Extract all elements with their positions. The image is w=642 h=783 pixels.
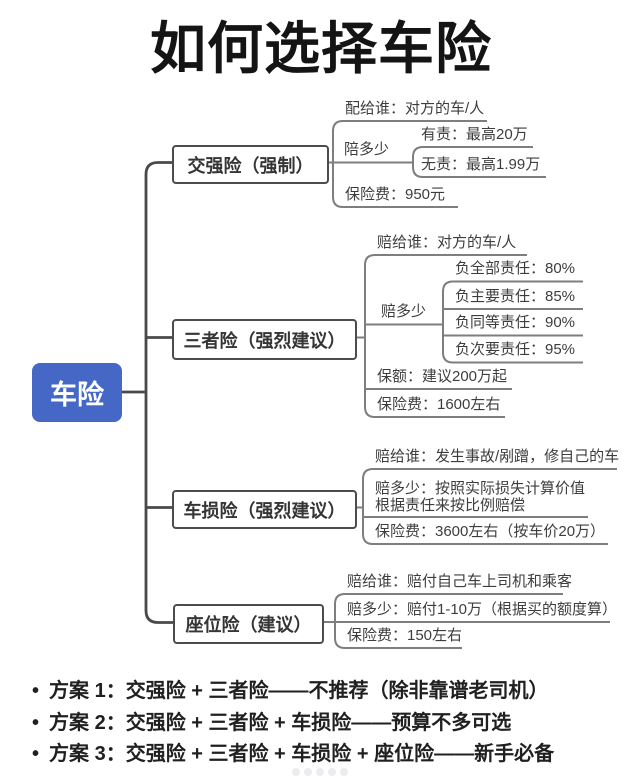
node-label-b2-full-resp: 负全部责任：80%	[455, 260, 576, 277]
node-label-b2-who: 赔给谁：对方的车/人	[377, 234, 517, 251]
node-label-b1-liable: 有责：最高20万	[421, 126, 528, 143]
node-label-b2-coverage: 保额：建议200万起	[377, 368, 508, 385]
node-label-b1-not-liable: 无责：最高1.99万	[421, 156, 541, 173]
node-label-b3-premium: 保险费：3600左右（按车价20万）	[375, 523, 606, 540]
carousel-dot[interactable]	[304, 768, 312, 776]
branch-box-car-damage: 车损险（强烈建议）	[172, 490, 357, 529]
branch-box-third-party: 三者险（强烈建议）	[172, 319, 357, 360]
node-label-b4-who: 赔给谁：赔付自己车上司机和乘客	[347, 573, 573, 590]
node-label-b3-who: 赔给谁：发生事故/剐蹭，修自己的车	[375, 448, 620, 465]
node-label-b1-howmuch: 陪多少	[344, 141, 390, 158]
plan-item-3: 方案 3：交强险 + 三者险 + 车损险 + 座位险——新手必备	[30, 739, 630, 771]
plan-item-2: 方案 2：交强险 + 三者险 + 车损险——预算不多可选	[30, 708, 630, 740]
page-title: 如何选择车险	[150, 17, 492, 80]
node-label-b2-equal-resp: 负同等责任：90%	[455, 314, 576, 331]
carousel-dot[interactable]	[328, 768, 336, 776]
carousel-page-dots[interactable]	[292, 768, 348, 776]
carousel-dot[interactable]	[340, 768, 348, 776]
trunk-line	[144, 161, 173, 624]
node-label-b4-howmuch: 赔多少：赔付1-10万（根据买的额度算）	[347, 601, 618, 618]
node-label-b1-who: 配给谁：对方的车/人	[345, 100, 485, 117]
branch-box-seat: 座位险（建议）	[173, 604, 324, 644]
node-label-b2-howmuch: 赔多少	[381, 303, 427, 320]
node-label-b4-premium: 保险费：150左右	[347, 627, 463, 644]
node-label-b2-major-resp: 负主要责任：85%	[455, 288, 576, 305]
node-label-b1-premium: 保险费：950元	[345, 186, 446, 203]
node-label-b3-howmuch: 赔多少：按照实际损失计算价值 根据责任来按比例赔偿	[375, 480, 586, 514]
plan-list: 方案 1：交强险 + 三者险——不推荐（除非靠谱老司机） 方案 2：交强险 + …	[30, 676, 630, 771]
node-label-b2-premium: 保险费：1600左右	[377, 396, 501, 413]
branch2-bracket	[364, 254, 527, 418]
carousel-dot[interactable]	[316, 768, 324, 776]
root-node-car-insurance: 车险	[32, 363, 122, 422]
carousel-dot[interactable]	[292, 768, 300, 776]
branch-box-compulsory: 交强险（强制）	[172, 145, 329, 184]
plan-item-1: 方案 1：交强险 + 三者险——不推荐（除非靠谱老司机）	[30, 676, 630, 708]
node-label-b2-minor-resp: 负次要责任：95%	[455, 341, 576, 358]
